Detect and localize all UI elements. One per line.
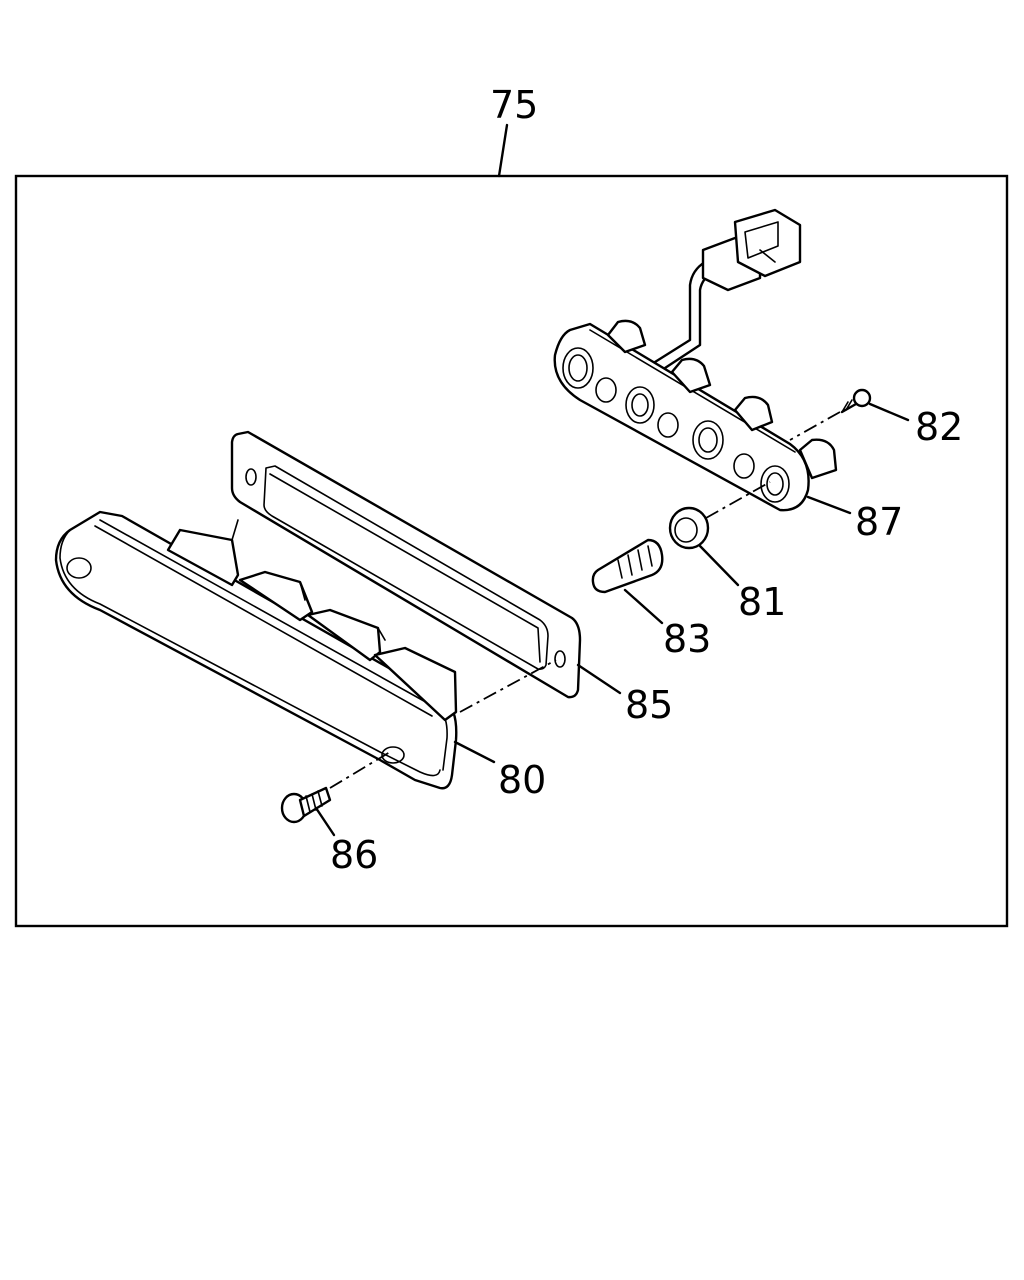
- callout-82[interactable]: 82: [915, 405, 963, 449]
- leader-line-85: [576, 663, 622, 695]
- leader-line-87: [806, 495, 852, 515]
- assembly-callout-75[interactable]: 75: [490, 83, 538, 127]
- alignment-line-86: [329, 751, 391, 789]
- callout-86[interactable]: 86: [330, 833, 378, 877]
- leader-line-83: [623, 588, 664, 625]
- assembly-leader-line: [497, 123, 509, 178]
- leader-line-82: [868, 402, 910, 422]
- alignment-line-82: [789, 411, 841, 441]
- callout-85[interactable]: 85: [625, 683, 673, 727]
- socket-plate-part-87[interactable]: [553, 208, 838, 512]
- grommet-part-81[interactable]: [668, 506, 710, 550]
- screw-part-86[interactable]: [280, 786, 332, 824]
- lens-housing-part-80[interactable]: [54, 510, 458, 790]
- screw-part-82[interactable]: [840, 388, 872, 414]
- gasket-part-85[interactable]: [230, 430, 582, 699]
- callout-80[interactable]: 80: [498, 758, 546, 802]
- bulb-part-83[interactable]: [591, 538, 664, 594]
- callout-87[interactable]: 87: [855, 500, 903, 544]
- leader-line-81: [698, 544, 740, 587]
- callout-83[interactable]: 83: [663, 617, 711, 661]
- leader-line-86: [314, 806, 336, 837]
- alignment-line-85: [459, 659, 557, 713]
- callout-81[interactable]: 81: [738, 580, 786, 624]
- alignment-line-81: [705, 481, 771, 519]
- leader-line-80: [453, 740, 496, 764]
- assembly-frame: [14, 174, 1009, 928]
